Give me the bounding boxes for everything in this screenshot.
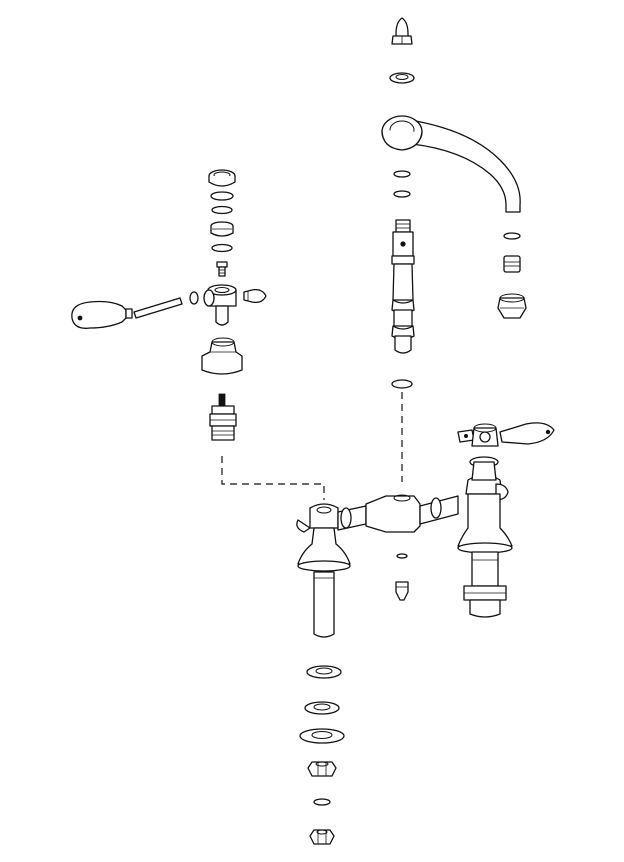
valve-threaded-ring <box>210 221 234 237</box>
mixer-nozzle <box>395 581 409 601</box>
fixing-washer-3 <box>299 728 345 744</box>
cartridge-alignment-line <box>221 456 325 500</box>
spout-o-ring-lower <box>393 190 411 198</box>
valve-shroud <box>201 337 243 375</box>
spout-base-o-ring <box>391 379 413 389</box>
fixing-washer-2 <box>304 701 340 715</box>
swivel-spout <box>381 115 521 213</box>
spout-top-washer <box>389 72 415 84</box>
right-lever-handle <box>499 422 555 445</box>
valve-washer-2 <box>211 205 233 215</box>
lever-rod <box>133 297 183 319</box>
valve-cap <box>208 169 236 187</box>
right-index-button <box>457 429 475 443</box>
spout-stem <box>391 219 415 354</box>
valve-washer-3 <box>211 243 233 253</box>
mixer-o-ring <box>396 553 408 559</box>
spout-o-ring-upper <box>393 170 411 178</box>
spout-top-cap-nut <box>391 17 413 45</box>
right-valve-head <box>471 423 499 447</box>
lever-bush <box>189 291 199 305</box>
fixing-small-washer <box>313 798 331 806</box>
fixing-nut <box>307 761 337 777</box>
right-column <box>457 456 513 618</box>
bridge-body <box>296 494 459 638</box>
valve-washer-1 <box>210 191 234 201</box>
lever-end-cap <box>243 288 267 304</box>
grub-screw <box>216 261 228 277</box>
fixing-washer-1 <box>306 665 342 679</box>
valve-body <box>203 284 237 326</box>
fixing-bottom-nut <box>309 829 335 845</box>
spout-aerator-o-ring <box>503 232 521 240</box>
spout-aerator <box>503 255 521 273</box>
ceramic-cartridge <box>209 393 237 441</box>
lever-handle <box>71 300 133 329</box>
spout-shroud <box>497 293 527 319</box>
